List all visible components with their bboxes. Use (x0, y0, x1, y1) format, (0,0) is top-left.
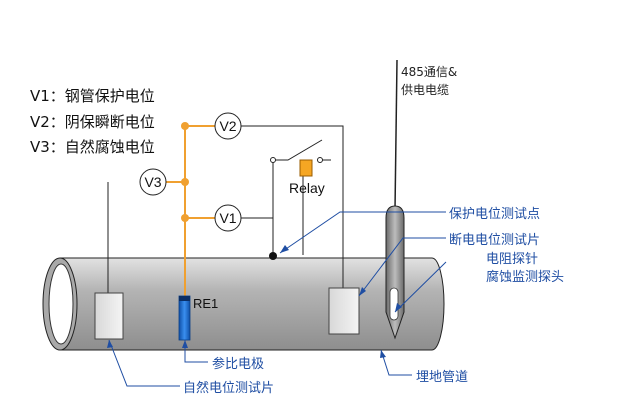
arrow-natural-coupon (107, 340, 113, 348)
legend-v3: V3：自然腐蚀电位 (30, 138, 155, 156)
junction-v2 (181, 122, 189, 130)
legend-v1: V1：钢管保护电位 (30, 87, 155, 105)
arrow-protection-point (280, 245, 289, 253)
re1-label: RE1 (193, 296, 218, 311)
callout-arrowheads (107, 245, 402, 358)
meter-v3-label: V3 (144, 174, 161, 190)
protection-point-junction (269, 252, 277, 260)
arrow-reference (182, 340, 188, 348)
callout-natural-coupon: 自然电位测试片 (183, 381, 275, 396)
cable-label-line2: 供电电缆 (401, 83, 450, 97)
wire-v2-to-off-coupon (241, 125, 344, 290)
meter-v1: V1 (214, 204, 242, 232)
resistance-probe (385, 205, 405, 340)
callout-reference-electrode: 参比电极 (212, 357, 265, 372)
arrow-off-coupon (359, 287, 366, 296)
cable-485 (394, 59, 398, 211)
meter-v3: V3 (139, 168, 167, 196)
legend-v2: V2：阴保瞬断电位 (30, 113, 155, 131)
callout-line-probe (394, 261, 447, 313)
callout-lines (108, 211, 447, 387)
callout-off-coupon: 断电电位测试片 (449, 233, 541, 248)
meter-v1-label: V1 (219, 210, 236, 226)
orange-junctions (181, 122, 189, 222)
meter-v2: V2 (214, 112, 242, 140)
callout-line-protection-point (279, 211, 446, 254)
off-potential-coupon (328, 287, 360, 335)
meter-v2-label: V2 (219, 118, 236, 134)
callout-probe-line2: 腐蚀监测探头 (486, 270, 565, 285)
relay: Relay (270, 157, 325, 196)
junction-v1 (181, 214, 189, 222)
callout-line-buried-pipe (380, 349, 412, 376)
callout-buried-pipe: 埋地管道 (416, 370, 469, 385)
relay-label: Relay (289, 180, 325, 196)
callout-line-natural-coupon (108, 339, 180, 387)
cable-label-line1: 485通信& (401, 65, 458, 79)
callout-probe-line1: 电阻探针 (486, 252, 539, 267)
relay-switch-contact (273, 139, 323, 161)
callout-line-off-coupon (358, 237, 446, 297)
callout-protection-point: 保护电位测试点 (449, 207, 541, 222)
junction-v3 (181, 178, 189, 186)
natural-potential-coupon (94, 292, 124, 340)
arrow-buried-pipe (380, 350, 386, 358)
relay-coil-icon (299, 159, 313, 177)
arrow-probe (395, 303, 402, 312)
